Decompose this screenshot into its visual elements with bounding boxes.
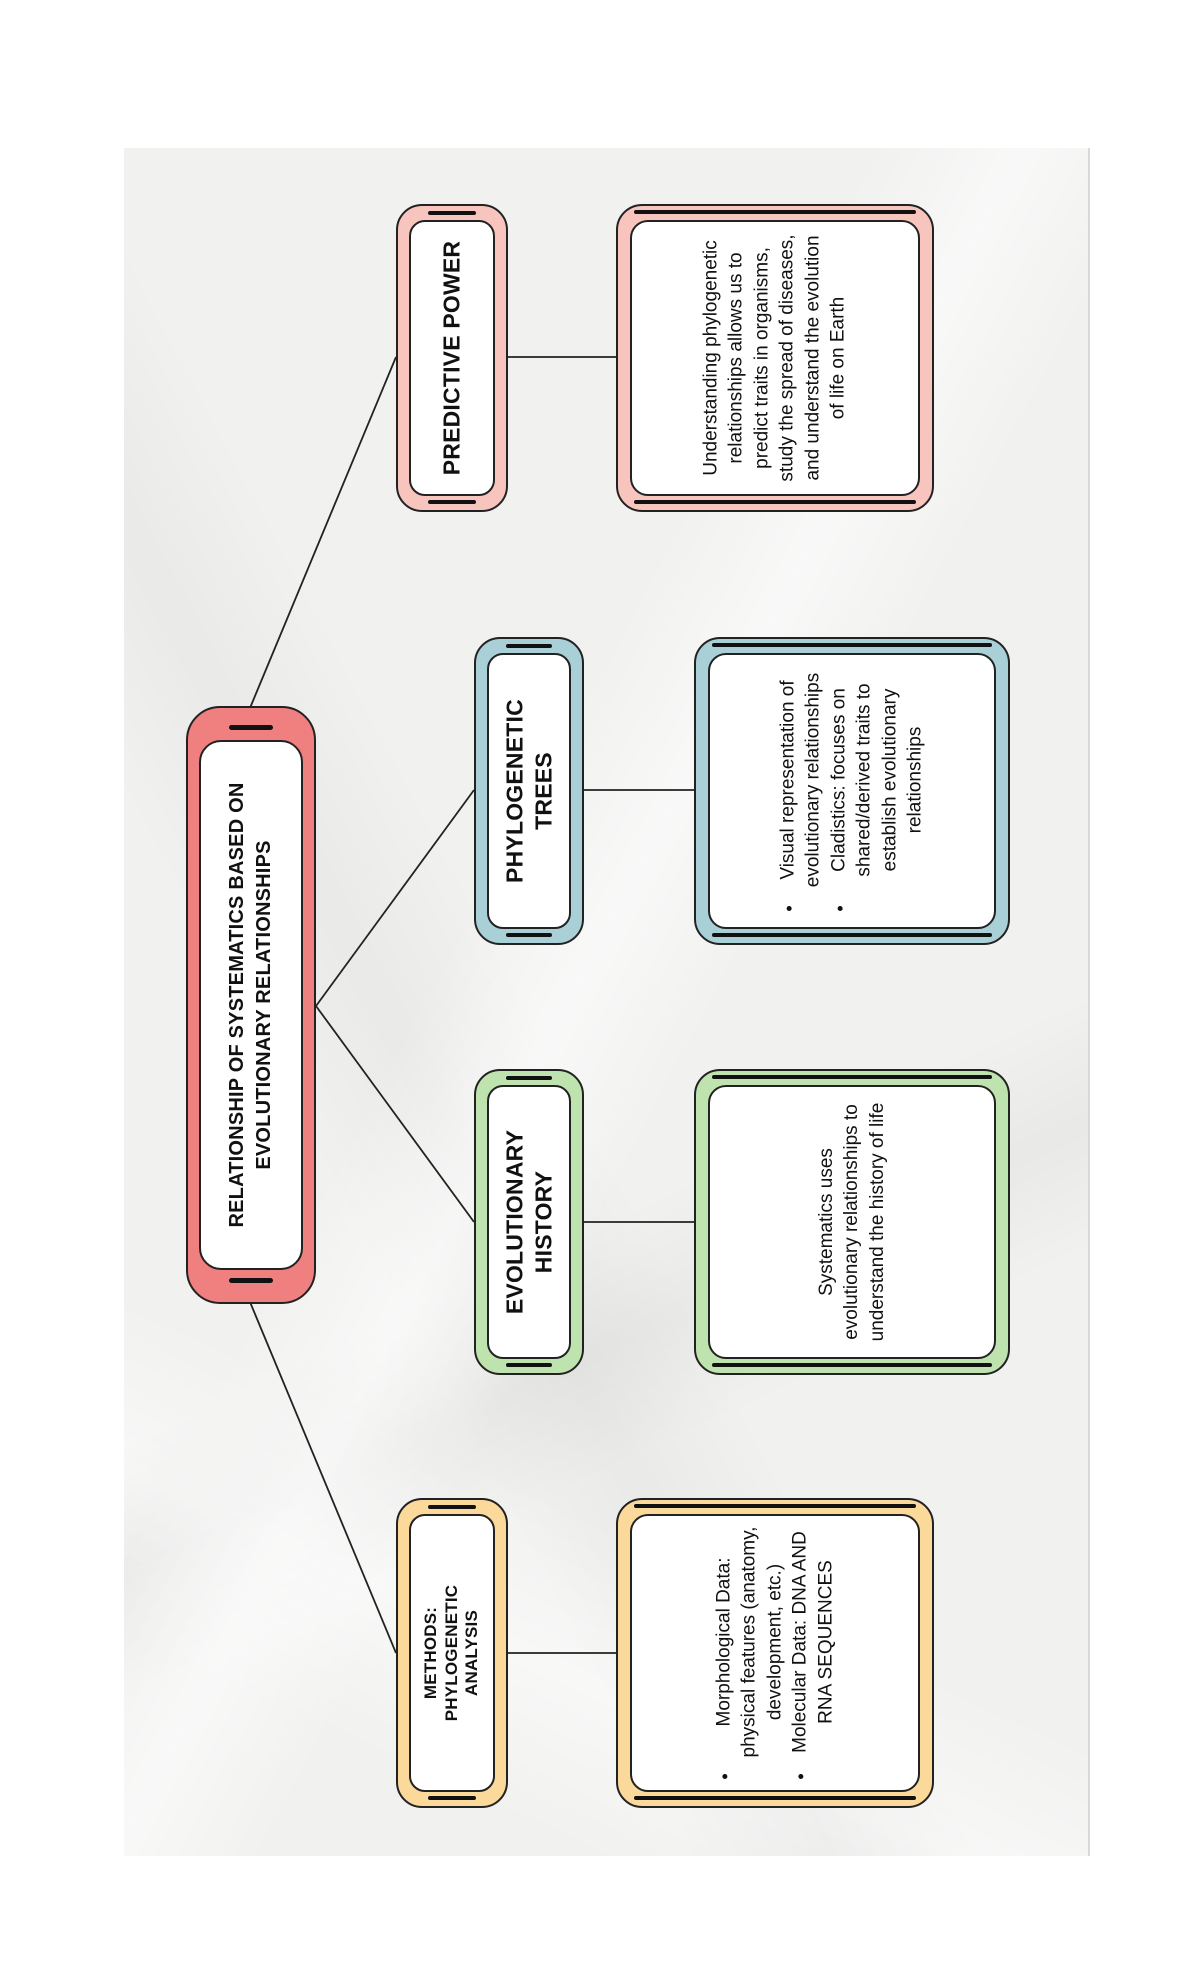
methods-item-2: Molecular Data: DNA AND RNA SEQUENCES [788,1522,839,1762]
methods-list: Morphological Data: physical features (a… [711,1522,838,1784]
evolutionary-history-title: EVOLUTIONARY HISTORY [501,1129,556,1315]
phylogenetic-trees-title: PHYLOGENETIC TREES [501,699,556,883]
link-root-phylogenetic [315,789,475,1007]
root-title: RELATIONSHIP OF SYSTEMATICS BASED ON EVO… [226,782,275,1228]
phylogenetic-item-2: Cladistics: focuses on shared/derived tr… [827,666,929,894]
link-root-predictive [249,356,397,709]
methods-title: METHODS: PHYLOGENETIC ANALYSIS [420,1584,482,1722]
predictive-power-text: Understanding phylogenetic relationships… [700,234,849,482]
methods-detail: Morphological Data: physical features (a… [616,1498,934,1808]
root-node: RELATIONSHIP OF SYSTEMATICS BASED ON EVO… [186,706,316,1304]
predictive-power-detail: Understanding phylogenetic relationships… [616,204,934,512]
link-root-evolutionary [315,1005,475,1223]
phylogenetic-trees-node: PHYLOGENETIC TREES [474,637,584,945]
link-root-methods [249,1301,397,1654]
evolutionary-history-detail: Systematics uses evolutionary relationsh… [694,1069,1010,1375]
phylogenetic-trees-list: Visual representation of evolutionary re… [776,666,929,916]
phylogenetic-trees-detail: Visual representation of evolutionary re… [694,637,1010,945]
evolutionary-history-node: EVOLUTIONARY HISTORY [474,1069,584,1375]
evolutionary-history-text: Systematics uses evolutionary relationsh… [815,1102,888,1342]
predictive-power-title: PREDICTIVE POWER [438,240,465,476]
methods-item-1: Morphological Data: physical features (a… [711,1522,787,1762]
phylogenetic-item-1: Visual representation of evolutionary re… [776,666,827,894]
methods-node: METHODS: PHYLOGENETIC ANALYSIS [396,1498,508,1808]
predictive-power-node: PREDICTIVE POWER [396,204,508,512]
